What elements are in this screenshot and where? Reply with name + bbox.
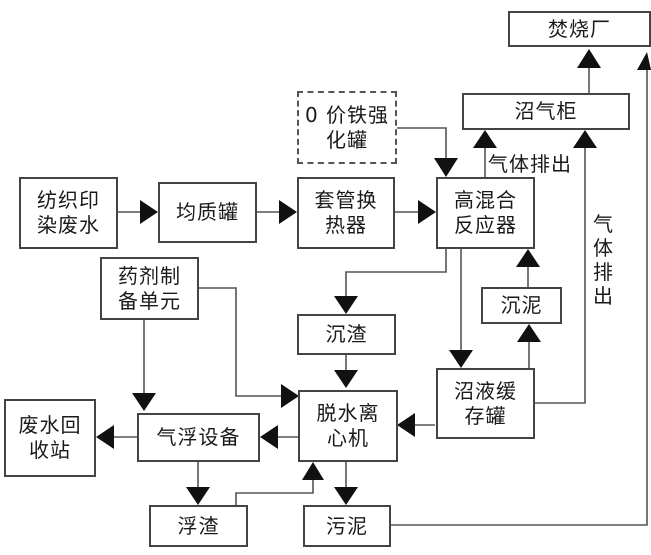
- arrow-head: [473, 130, 497, 148]
- node-homogenization-tank: 均质罐: [158, 182, 257, 243]
- label-gas-discharge-horizontal: 气体排出: [488, 152, 572, 176]
- arrow-head: [281, 384, 299, 408]
- arrow-head: [279, 200, 297, 224]
- arrow-head: [302, 462, 324, 480]
- node-scum: 浮渣: [149, 505, 248, 547]
- arrow-head: [397, 413, 415, 437]
- arrow-head: [140, 200, 158, 224]
- arrow-head: [334, 296, 358, 314]
- label-gas-discharge-vertical: 气体排出: [593, 212, 613, 308]
- arrow-head: [517, 324, 541, 342]
- edge-slurry-gas-to-biogas-holder: [534, 148, 586, 404]
- edge-sludge-to-incineration: [391, 70, 648, 526]
- arrow-head: [449, 350, 473, 368]
- edge-iron-tank-to-reactor: [396, 127, 447, 158]
- node-sediment-residue: 沉渣: [297, 314, 396, 355]
- node-high-mix-reactor: 高混合 反应器: [436, 177, 535, 249]
- node-sludge-top: 沉泥: [481, 287, 562, 324]
- arrow-head: [434, 158, 458, 177]
- node-biogas-holder: 沼气柜: [462, 93, 630, 130]
- node-wastewater-recovery: 废水回 收站: [4, 399, 96, 477]
- node-biogas-slurry-buffer: 沼液缓 存罐: [436, 368, 535, 439]
- edge-scum-to-centrifuge: [235, 480, 314, 505]
- edge-chemical-to-centrifuge: [198, 287, 281, 397]
- node-heat-exchanger: 套管换 热器: [297, 177, 395, 249]
- node-air-flotation: 气浮设备: [137, 413, 260, 462]
- arrow-head: [573, 130, 597, 148]
- arrow-head: [96, 425, 114, 449]
- arrow-head: [334, 370, 358, 388]
- arrow-head: [132, 393, 156, 411]
- arrow-head: [186, 487, 210, 505]
- arrow-head: [418, 200, 436, 224]
- arrow-head: [334, 487, 358, 505]
- node-textile-wastewater: 纺织印 染废水: [19, 177, 118, 249]
- arrow-head: [577, 49, 601, 68]
- node-sludge-bottom: 污泥: [303, 505, 391, 547]
- node-incineration-plant: 焚烧厂: [508, 11, 651, 47]
- node-zero-valent-iron-tank: 0 价铁强 化罐: [297, 91, 397, 164]
- arrow-head: [260, 425, 278, 449]
- arrow-head: [637, 52, 651, 70]
- node-dewatering-centrifuge: 脱水离 心机: [298, 390, 398, 462]
- arrow-head: [516, 249, 540, 267]
- edge-reactor-to-sediment: [345, 248, 447, 296]
- node-chemical-prep-unit: 药剂制 备单元: [100, 257, 199, 320]
